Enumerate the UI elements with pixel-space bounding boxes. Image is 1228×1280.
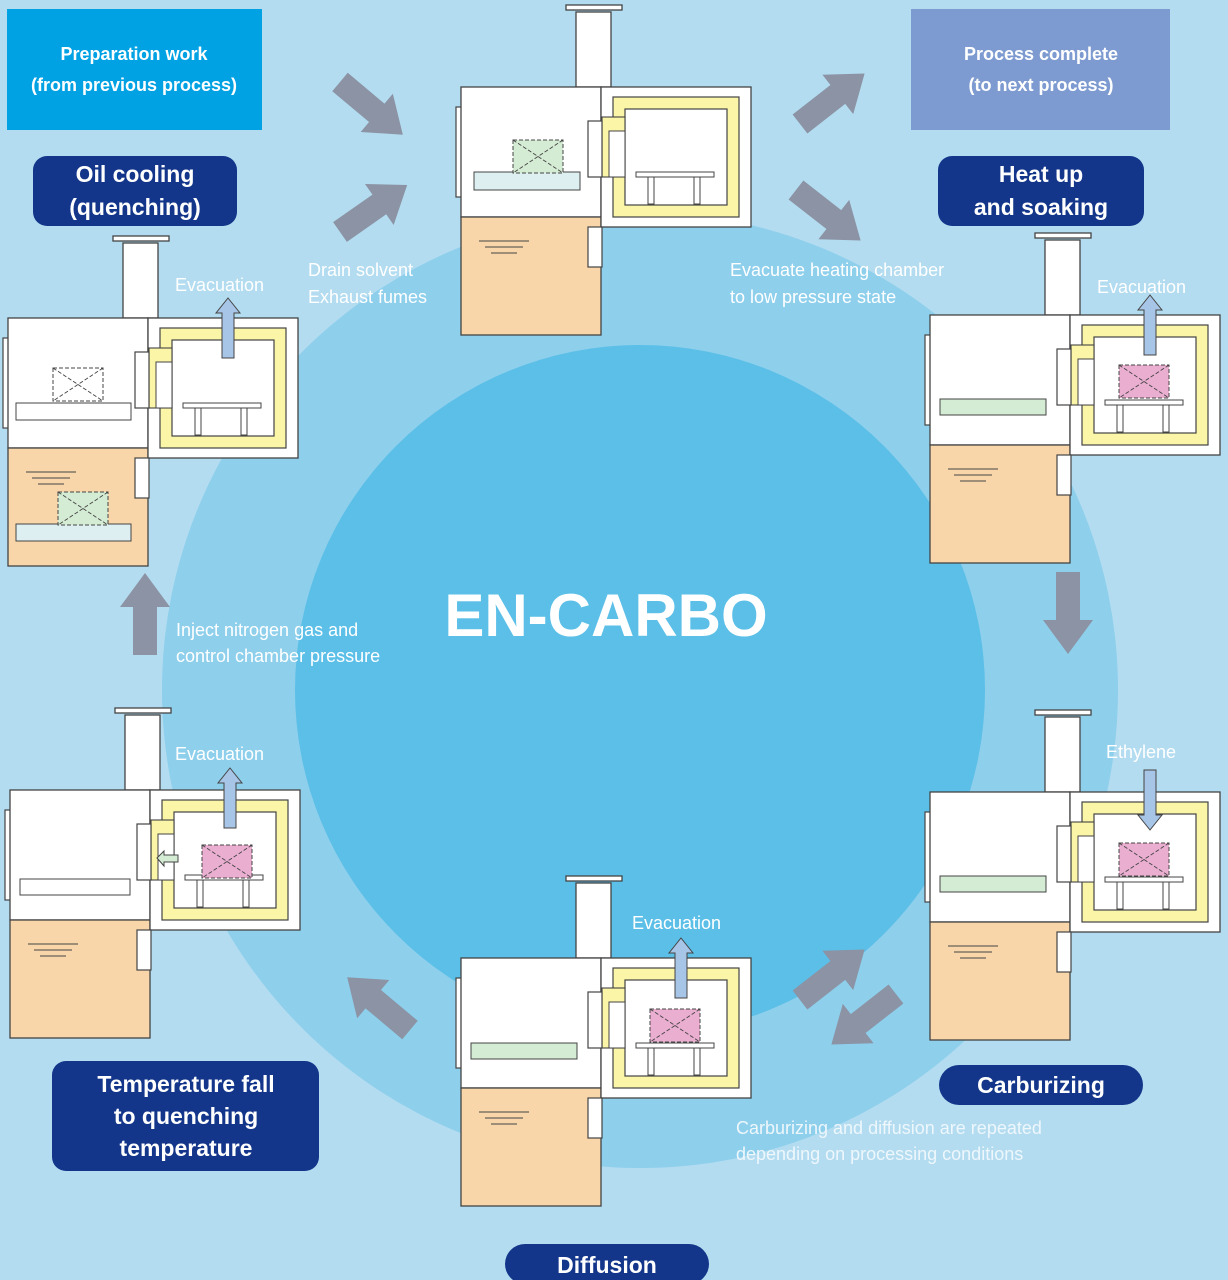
preparation-line-1: Preparation work (60, 44, 208, 64)
temp-fall-line-1: Temperature fall (97, 1071, 274, 1097)
carburizing-text: Carburizing (977, 1072, 1105, 1098)
inject-nitrogen-line-1: Inject nitrogen gas and (176, 620, 358, 640)
complete-box (911, 9, 1170, 130)
furnace-top (455, 4, 752, 336)
evac-lower-left-label: Evacuation (175, 744, 264, 764)
temp-fall-label (52, 1061, 319, 1171)
ethylene-label: Ethylene (1106, 742, 1176, 762)
evac-right-label: Evacuation (1097, 277, 1186, 297)
furnace-oil-cooling (2, 235, 299, 567)
temp-fall-line-3: temperature (120, 1135, 253, 1161)
arrow-top-to-complete (784, 53, 881, 144)
furnace-diffusion (455, 875, 752, 1207)
repeat-note-line-2: depending on processing conditions (736, 1144, 1023, 1164)
oil-cooling-line-1: Oil cooling (76, 161, 195, 187)
diffusion-label (505, 1244, 709, 1280)
repeat-note-line-1: Carburizing and diffusion are repeated (736, 1118, 1042, 1138)
furnace-temp-fall (4, 707, 301, 1039)
furnace-carburizing (924, 709, 1221, 1041)
complete-line-1: Process complete (964, 44, 1118, 64)
oil-cooling-label (33, 156, 237, 226)
inner-circle (295, 345, 985, 1035)
evac-bottom-label: Evacuation (632, 913, 721, 933)
preparation-line-2: (from previous process) (31, 75, 237, 95)
evac-left-label: Evacuation (175, 275, 264, 295)
carburizing-label (939, 1065, 1143, 1105)
inject-nitrogen-line-2: control chamber pressure (176, 646, 380, 666)
heat-up-label (938, 156, 1144, 226)
temp-fall-line-2: to quenching (114, 1103, 258, 1129)
evacuate-heating-line-2: to low pressure state (730, 287, 896, 307)
drain-note-line-2: Exhaust fumes (308, 287, 427, 307)
center-title: EN-CARBO (444, 582, 767, 649)
diffusion-text: Diffusion (557, 1252, 657, 1278)
drain-note-line-1: Drain solvent (308, 260, 413, 280)
furnace-heat-up (924, 232, 1221, 564)
evacuate-heating-line-1: Evacuate heating chamber (730, 260, 944, 280)
arrow-oil-to-top (325, 164, 422, 253)
complete-line-2: (to next process) (968, 75, 1113, 95)
heat-up-line-2: and soaking (974, 194, 1108, 220)
oil-cooling-line-2: (quenching) (69, 194, 201, 220)
arrow-prep-to-top (323, 62, 419, 154)
heat-up-line-1: Heat up (999, 161, 1083, 187)
arrow-tempfall-to-oil (120, 573, 170, 655)
preparation-box (7, 9, 262, 130)
